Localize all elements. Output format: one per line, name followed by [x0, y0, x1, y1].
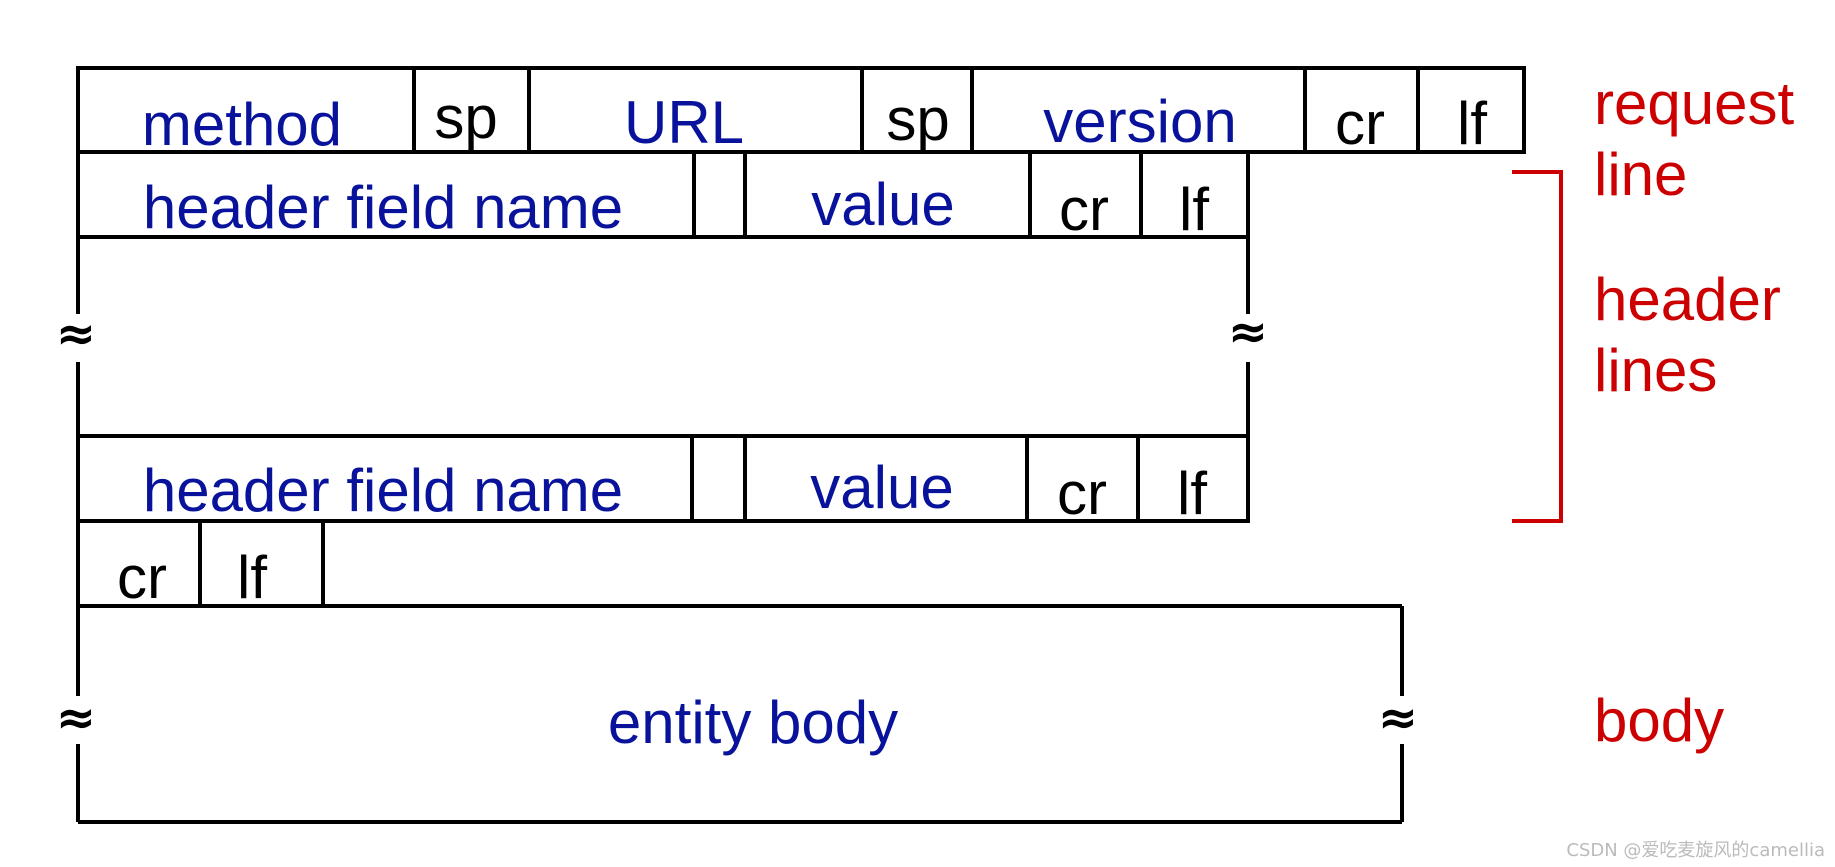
entity-body-label: entity body — [608, 689, 898, 756]
method-field-label: method — [142, 91, 342, 158]
request-line-box — [76, 66, 1526, 154]
lf-field-label: lf — [1457, 90, 1487, 157]
cr-field-label: cr — [1057, 460, 1107, 527]
header-line-row: header field name value cr lf — [76, 152, 1250, 243]
cr-field-label: cr — [117, 544, 167, 611]
header-line-box — [76, 434, 1250, 523]
header-line-row: header field name value cr lf — [76, 434, 1250, 527]
lf-field-label: lf — [237, 544, 267, 611]
body-label: body — [1594, 687, 1724, 754]
blank-line-row: cr lf — [76, 521, 325, 611]
version-field-label: version — [1043, 88, 1236, 155]
cr-field-label: cr — [1059, 176, 1109, 243]
break-mark-icon: ≈ — [1228, 304, 1268, 360]
break-mark-icon: ≈ — [56, 306, 96, 362]
side-labels: request line header lines body — [1594, 70, 1794, 754]
header-field-name-label: header field name — [143, 457, 623, 524]
lf-field-label: lf — [1179, 176, 1209, 243]
watermark-text: CSDN @爱吃麦旋风的camellia — [1566, 840, 1825, 861]
url-field-label: URL — [624, 89, 744, 156]
elided-header-lines: ≈ ≈ — [56, 237, 1268, 436]
sp-field-label: sp — [434, 84, 497, 151]
request-line-label-line2: line — [1594, 141, 1687, 208]
request-line-label-line1: request — [1594, 70, 1794, 137]
header-lines-label-line2: lines — [1594, 337, 1717, 404]
break-mark-icon: ≈ — [1378, 690, 1418, 746]
sp-field-label: sp — [886, 86, 949, 153]
header-value-label: value — [810, 454, 953, 521]
header-lines-bracket — [1512, 170, 1563, 523]
header-lines-label-line1: header — [1594, 266, 1781, 333]
entity-body-block: ≈ ≈ entity body — [56, 604, 1418, 824]
header-value-label: value — [811, 171, 954, 238]
lf-field-label: lf — [1177, 460, 1207, 527]
break-mark-icon: ≈ — [56, 690, 96, 746]
cr-field-label: cr — [1335, 90, 1385, 157]
header-field-name-label: header field name — [143, 174, 623, 241]
request-line-row: method sp URL sp version cr lf — [76, 66, 1526, 158]
